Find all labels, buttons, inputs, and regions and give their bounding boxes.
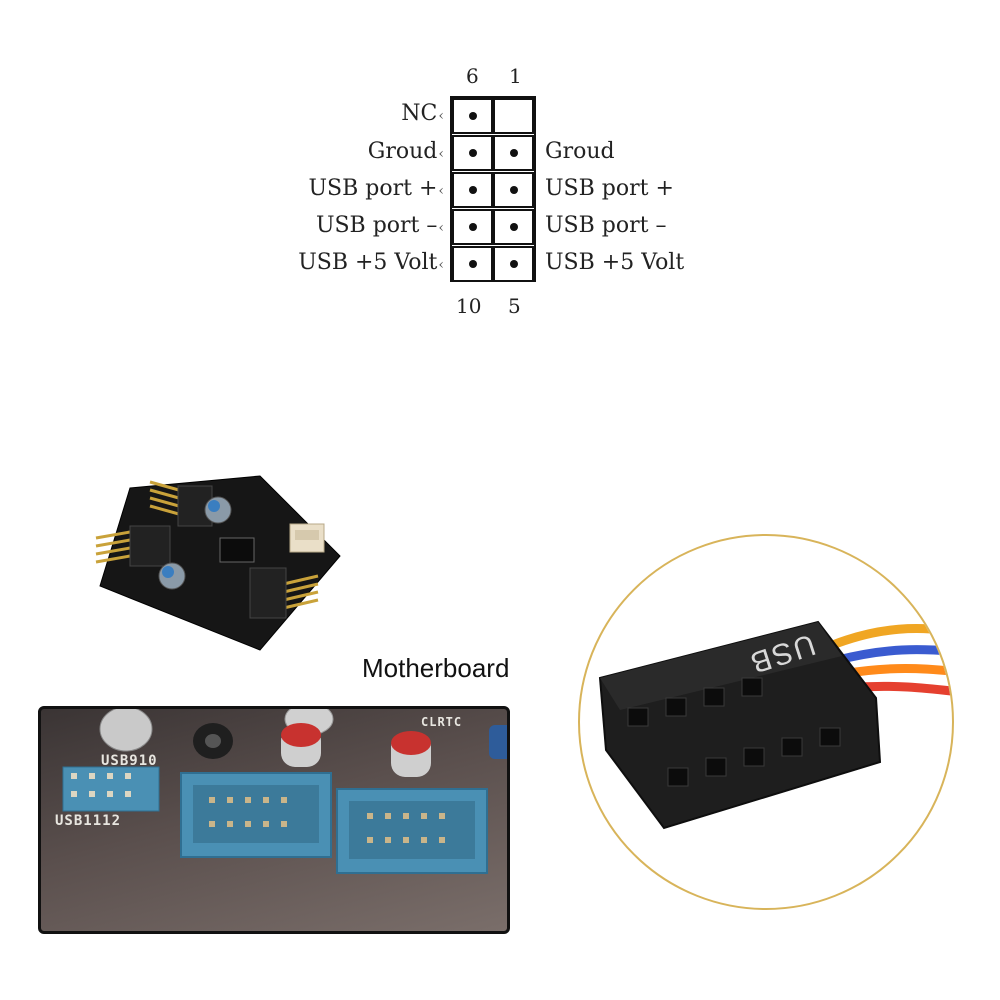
- pin-dot: [469, 112, 477, 120]
- pin-cell-4: [493, 209, 534, 245]
- pin-cell-8: [452, 172, 493, 208]
- usb-connector-closeup: USB: [578, 534, 954, 910]
- hub-board-illustration: [95, 475, 341, 651]
- pin-label-left-3: USB port +: [309, 176, 445, 201]
- pin-label-left-2: Groud: [368, 139, 444, 164]
- pin-cell-10: [452, 246, 493, 282]
- pin-label-left-5: USB +5 Volt: [298, 250, 444, 275]
- pin-dot: [510, 260, 518, 268]
- usb-hub-board-photo: [90, 468, 350, 658]
- pin-label-left-4: USB port –: [316, 213, 444, 238]
- silkscreen-clrtc: CLRTC: [421, 715, 463, 729]
- motherboard-photo: USB910 USB1112 CLRTC: [38, 706, 510, 934]
- pin-dot: [469, 186, 477, 194]
- pin-label-right-3: USB port +: [545, 176, 674, 201]
- pin-cell-1-empty: [493, 98, 534, 134]
- pin-dot: [510, 149, 518, 157]
- pin-label-right-2: Groud: [545, 139, 615, 164]
- motherboard-components: [62, 709, 507, 874]
- pin-dot: [510, 186, 518, 194]
- pin-label-left-1: NC: [401, 101, 444, 126]
- pin-cell-5: [493, 246, 534, 282]
- pin-cell-2: [493, 135, 534, 171]
- motherboard-title: Motherboard: [362, 653, 510, 683]
- pin-cell-6: [452, 98, 493, 134]
- usb-header-pinout-diagram: 6 1 NC Groud USB port + USB port – USB +…: [0, 0, 1000, 340]
- pin-cell-7: [452, 135, 493, 171]
- silkscreen-usb910: USB910: [101, 753, 158, 769]
- pin-number-10: 10: [456, 294, 482, 318]
- pin-number-1: 1: [509, 64, 522, 88]
- pin-grid: [450, 96, 536, 282]
- pin-dot: [469, 149, 477, 157]
- pin-dot: [469, 223, 477, 231]
- pin-dot: [469, 260, 477, 268]
- pin-number-6: 6: [466, 64, 479, 88]
- pin-cell-3: [493, 172, 534, 208]
- pin-dot: [510, 223, 518, 231]
- pin-cell-9: [452, 209, 493, 245]
- silkscreen-usb1112: USB1112: [55, 813, 122, 829]
- connector-illustration: [598, 620, 952, 830]
- pin-number-5: 5: [508, 294, 521, 318]
- pin-label-right-5: USB +5 Volt: [545, 250, 685, 275]
- pin-label-right-4: USB port –: [545, 213, 667, 238]
